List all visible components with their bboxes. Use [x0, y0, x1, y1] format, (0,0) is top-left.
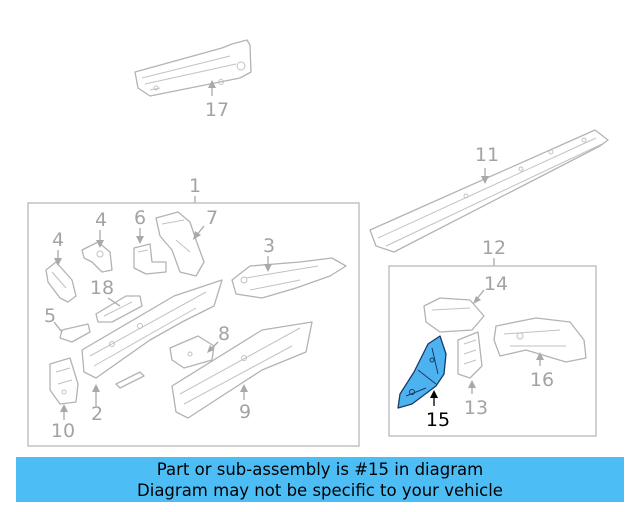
part-15-highlighted[interactable]	[397, 335, 447, 409]
part-11[interactable]	[369, 129, 609, 253]
leader-5	[53, 321, 63, 333]
callout-6: 6	[134, 207, 146, 229]
part-10[interactable]	[49, 357, 79, 405]
arrow-3	[264, 264, 272, 272]
callout-11: 11	[475, 144, 499, 166]
arrow-15	[430, 390, 438, 398]
callout-9: 9	[239, 401, 251, 423]
arrow-8	[207, 345, 214, 353]
part-16[interactable]	[493, 317, 587, 363]
part-17[interactable]	[134, 39, 252, 97]
part-4-left[interactable]	[45, 261, 77, 303]
arrow-6	[136, 236, 144, 244]
arrow-10	[60, 404, 68, 412]
callout-4-right: 4	[95, 209, 107, 231]
part-3[interactable]	[231, 257, 347, 299]
callout-7: 7	[206, 207, 218, 229]
callout-2: 2	[91, 403, 103, 425]
arrow-13	[468, 380, 476, 388]
part-6[interactable]	[133, 243, 167, 275]
part-5[interactable]	[59, 323, 91, 343]
group-12-frame	[388, 265, 597, 437]
callout-17: 17	[205, 99, 229, 121]
arrow-14	[473, 296, 481, 304]
callout-13: 13	[464, 397, 488, 419]
exploded-parts-diagram: 17 11 1 12 4	[27, 39, 609, 447]
callout-1: 1	[189, 175, 201, 197]
callout-3: 3	[263, 235, 275, 257]
part-2[interactable]	[81, 279, 223, 379]
callout-4-left: 4	[52, 229, 64, 251]
arrow-16	[536, 352, 544, 360]
info-banner: Part or sub-assembly is #15 in diagram D…	[16, 457, 624, 502]
part-8[interactable]	[169, 335, 215, 369]
arrow-4-right	[96, 240, 104, 248]
part-13[interactable]	[457, 331, 483, 379]
leader-18	[107, 297, 121, 307]
callout-16: 16	[530, 369, 554, 391]
callout-10: 10	[51, 420, 75, 442]
arrow-11	[481, 176, 489, 184]
callout-15: 15	[426, 409, 450, 431]
banner-line-2: Diagram may not be specific to your vehi…	[137, 481, 503, 500]
part-18[interactable]	[95, 295, 143, 323]
banner-line-1: Part or sub-assembly is #15 in diagram	[156, 460, 484, 479]
callout-18: 18	[90, 277, 114, 299]
arrow-4-left	[54, 258, 62, 266]
callout-12: 12	[482, 237, 506, 259]
part-7[interactable]	[155, 211, 205, 277]
callout-8: 8	[218, 323, 230, 345]
arrow-7	[193, 231, 201, 240]
callout-5: 5	[44, 305, 56, 327]
arrow-17	[208, 80, 216, 88]
part-9[interactable]	[171, 321, 313, 419]
arrow-9	[240, 384, 248, 392]
part-2-strip	[115, 371, 145, 389]
arrow-2	[92, 384, 100, 392]
group-1-frame	[27, 202, 360, 447]
part-14[interactable]	[423, 297, 485, 333]
callout-14: 14	[484, 273, 508, 295]
part-4-right[interactable]	[81, 241, 113, 273]
